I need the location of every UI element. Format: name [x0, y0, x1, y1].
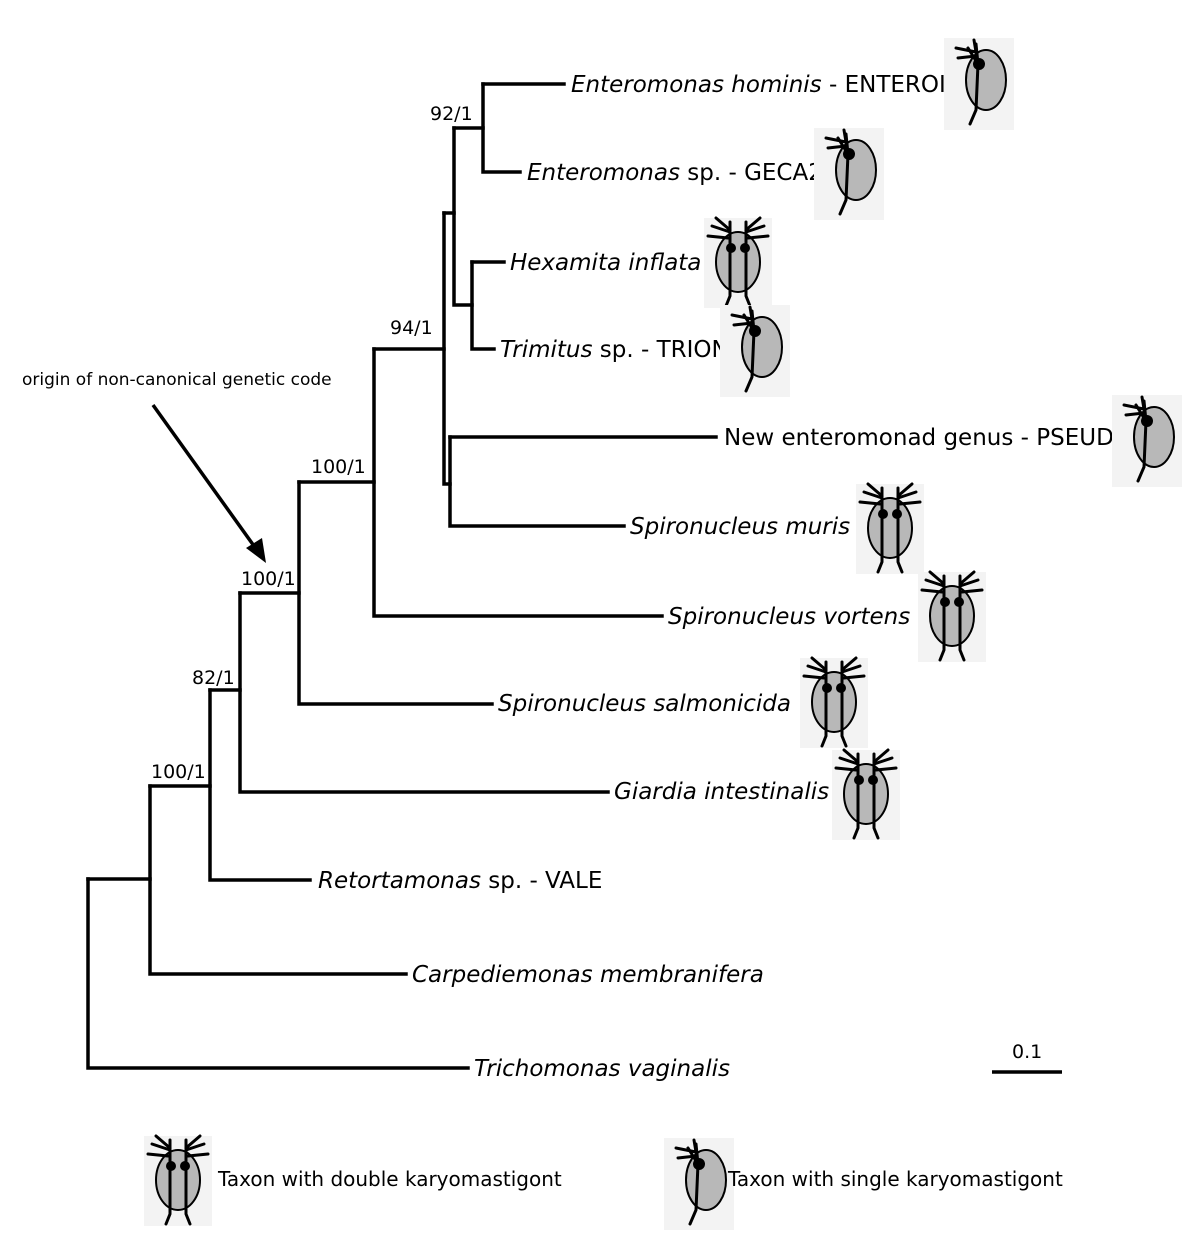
tree-branches: [86, 82, 718, 1070]
taxon-label-giardia: Giardia intestinalis: [614, 779, 829, 805]
branch-upper-vertical: [452, 126, 474, 307]
taxon-label-geca2: Enteromonas sp. - GECA2: [527, 160, 823, 186]
branch-trichomonas: [86, 877, 470, 1070]
branch-carpediemonas: [148, 784, 408, 976]
double-karyomastigont-icon: [798, 656, 870, 750]
single-karyomastigont-icon: [1110, 393, 1184, 489]
double-karyomastigont-icon: [916, 570, 988, 664]
branch-giardia: [238, 591, 610, 794]
branch-muris: [448, 435, 626, 528]
taxon-label-muris: Spironucleus muris: [630, 514, 850, 540]
legend-single-label: Taxon with single karyomastigont: [727, 1167, 1063, 1191]
branch-retortamonas: [208, 688, 312, 882]
taxon-label-enteroii: Enteromonas hominis - ENTEROII: [571, 72, 953, 98]
arrow-shaft: [151, 403, 256, 548]
support-node-94: 94/1: [390, 317, 433, 339]
branch-salmonicida: [297, 480, 494, 706]
taxon-label-hexamita: Hexamita inflata: [510, 250, 701, 276]
scale-bar-label: 0.1: [1012, 1041, 1042, 1063]
support-node-carpediemonas: 100/1: [151, 761, 206, 783]
branch-trimitus: [470, 260, 496, 351]
single-karyomastigont-icon: [662, 1136, 736, 1232]
support-node-diplomonads: 100/1: [241, 568, 296, 590]
support-node-82: 82/1: [192, 667, 235, 689]
annotation-label: origin of non-canonical genetic code: [22, 370, 332, 390]
legend: Taxon with double karyomastigont Taxon w…: [142, 1134, 1063, 1232]
taxon-label-trichomonas: Trichomonas vaginalis: [474, 1056, 730, 1082]
branch-core-vertical: [442, 211, 452, 486]
branch-vortens: [372, 347, 664, 618]
single-karyomastigont-icon: [942, 36, 1016, 132]
taxon-label-trimitus: Trimitus sp. - TRION: [500, 337, 729, 363]
double-karyomastigont-icon: [854, 482, 926, 576]
support-node-spironucleus: 100/1: [311, 456, 366, 478]
single-karyomastigont-icon: [718, 303, 792, 399]
taxon-label-pseud: New enteromonad genus - PSEUD: [724, 425, 1114, 451]
single-karyomastigont-icon: [812, 126, 886, 222]
support-values: 92/1 94/1 100/1 100/1 82/1 100/1: [151, 103, 473, 783]
taxon-label-carpediemonas: Carpediemonas membranifera: [412, 962, 764, 988]
double-karyomastigont-icon: [142, 1134, 214, 1228]
genetic-code-annotation: origin of non-canonical genetic code: [22, 370, 332, 563]
support-node-92: 92/1: [430, 103, 473, 125]
double-karyomastigont-icon: [830, 748, 902, 842]
taxon-label-salmonicida: Spironucleus salmonicida: [498, 691, 791, 717]
taxon-label-retortamonas: Retortamonas sp. - VALE: [318, 868, 602, 894]
scale-bar: 0.1: [992, 1041, 1062, 1074]
double-karyomastigont-icon: [702, 216, 774, 310]
branch-geca2: [481, 82, 522, 174]
arrow-head: [246, 538, 266, 563]
legend-double-label: Taxon with double karyomastigont: [217, 1167, 562, 1191]
taxon-labels: Enteromonas hominis - ENTEROII Enteromon…: [318, 72, 1114, 1082]
taxon-label-vortens: Spironucleus vortens: [668, 604, 910, 630]
